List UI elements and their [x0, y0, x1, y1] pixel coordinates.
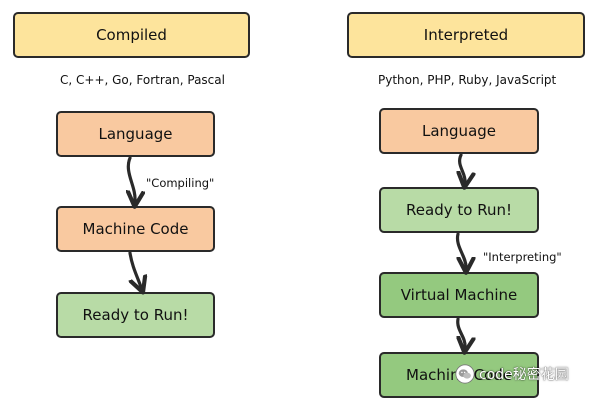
- interpreting-label: "Interpreting": [483, 250, 562, 264]
- interpreted-step-language: Language: [379, 108, 539, 154]
- interpreted-step-virtual-machine: Virtual Machine: [379, 272, 539, 318]
- interpreted-step-machine-code: Machine Code: [379, 352, 539, 398]
- interpreted-examples: Python, PHP, Ruby, JavaScript: [378, 73, 557, 87]
- watermark: code秘密花园: [455, 364, 569, 384]
- compiled-step-machine-code-label: Machine Code: [82, 220, 189, 238]
- interpreted-step-ready-to-run: Ready to Run!: [379, 187, 539, 233]
- interpreted-header-label: Interpreted: [423, 26, 509, 44]
- wechat-icon: [455, 364, 475, 384]
- compiled-header: Compiled: [13, 12, 250, 58]
- watermark-text: code秘密花园: [479, 367, 569, 383]
- interpreted-step-ready-to-run-label: Ready to Run!: [406, 201, 512, 219]
- interpreted-header: Interpreted: [347, 12, 585, 58]
- compiled-examples: C, C++, Go, Fortran, Pascal: [60, 73, 225, 87]
- compiled-header-label: Compiled: [96, 26, 167, 44]
- compiled-step-ready-to-run-label: Ready to Run!: [82, 306, 189, 324]
- arrow-interpreted-2: [455, 232, 466, 267]
- compiled-step-language-label: Language: [98, 125, 173, 143]
- interpreted-step-language-label: Language: [421, 122, 497, 140]
- arrow-interpreted-3: [458, 317, 465, 347]
- compiled-step-language: Language: [56, 111, 215, 157]
- arrow-compiled-2: [128, 251, 141, 287]
- interpreted-step-virtual-machine-label: Virtual Machine: [400, 286, 518, 304]
- compiling-label: "Compiling": [146, 176, 215, 190]
- arrow-interpreted-1: [460, 153, 465, 182]
- arrow-compiled-1: [128, 156, 135, 201]
